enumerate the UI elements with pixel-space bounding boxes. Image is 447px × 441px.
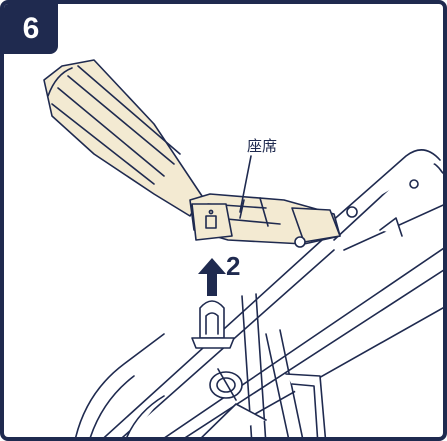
up-arrow-icon bbox=[198, 258, 226, 296]
seat-folds bbox=[47, 65, 281, 227]
seat-label: 座席 bbox=[247, 137, 278, 155]
seat-fabric bbox=[43, 59, 341, 245]
stroller-frame bbox=[75, 149, 443, 437]
stroller-illustration bbox=[43, 59, 443, 437]
seat-leader-line bbox=[239, 155, 252, 213]
arrow-step-number: 2 bbox=[226, 251, 241, 281]
step-number-badge: 6 bbox=[4, 4, 58, 54]
seat-adapter bbox=[191, 203, 306, 248]
seat-mount-receiver bbox=[191, 300, 235, 349]
